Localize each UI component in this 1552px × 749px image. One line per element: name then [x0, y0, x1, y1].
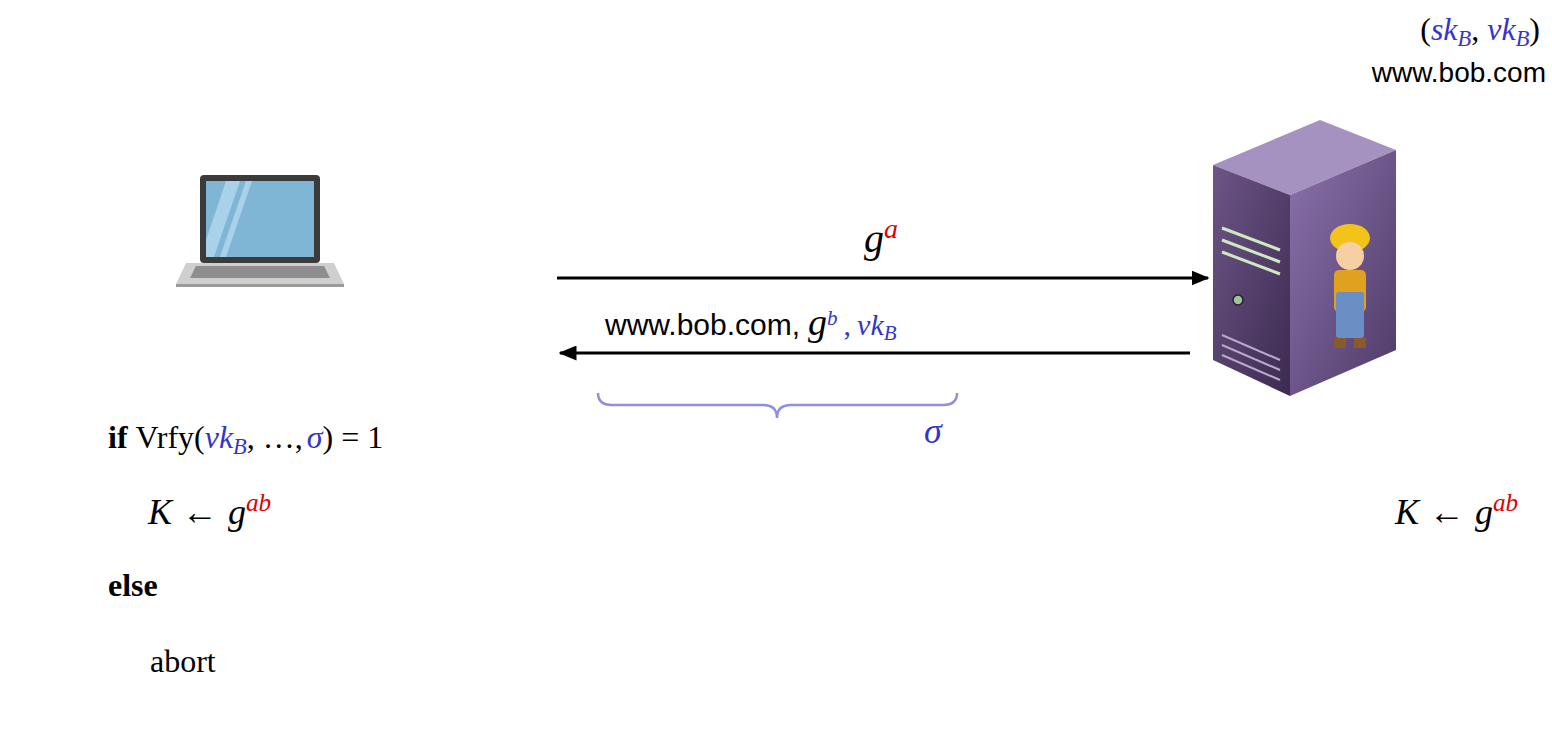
code-line: abort [150, 642, 216, 680]
code-line: else [108, 566, 158, 604]
label-text: σ [924, 411, 942, 451]
superscript: a [884, 213, 898, 244]
label-text: ← [182, 492, 218, 532]
superscript: b [827, 306, 838, 330]
label-text: ← [1429, 492, 1465, 532]
message-arrow [560, 352, 1190, 355]
label-text: g [228, 492, 246, 532]
subscript: B [1458, 26, 1472, 51]
label-text: K [1395, 492, 1419, 532]
face [1336, 242, 1364, 270]
server-name: www.bob.com [1372, 56, 1546, 90]
label-text: vk [205, 419, 233, 455]
message-arrow [557, 277, 1208, 280]
server-slots [1222, 228, 1280, 274]
server-vents [1222, 335, 1280, 380]
label-text: K [148, 492, 172, 532]
code-line: K←gab [148, 488, 271, 534]
boot [1334, 338, 1346, 348]
key-pair: (skB,vkB) [1420, 10, 1540, 52]
laptop-screen [206, 181, 314, 257]
label-text: g [864, 216, 884, 261]
subscript: B [1516, 26, 1530, 51]
label-text: ( [1420, 11, 1431, 47]
server-front [1213, 165, 1290, 396]
label-text: ) [1529, 11, 1540, 47]
label-text: vk [1487, 11, 1515, 47]
overalls [1336, 292, 1364, 338]
label-text: www.bob.com [1372, 57, 1546, 88]
label-text: www.bob.com, [605, 308, 800, 341]
laptop-edge [176, 284, 344, 287]
label-text: g [1475, 492, 1493, 532]
label-text: , [844, 308, 852, 341]
server-key-line: K←gab [1395, 488, 1518, 534]
screen-glare [220, 181, 252, 257]
laptop-screen-frame [200, 175, 320, 263]
signature-label: σ [924, 410, 942, 453]
label-text: ) = 1 [323, 419, 384, 455]
label-text: g [808, 301, 827, 343]
underbrace [598, 393, 957, 418]
server-icon [1213, 120, 1396, 396]
subscript: B [884, 321, 897, 345]
label-text: abort [150, 643, 216, 679]
message-label: www.bob.com,gb,vkB [605, 300, 897, 346]
label-text: σ [307, 419, 323, 455]
builder-figure [1330, 224, 1370, 348]
server-side [1290, 150, 1396, 396]
label-text: , [1471, 11, 1479, 47]
label-text: vk [857, 308, 884, 341]
subscript: B [233, 434, 247, 459]
label-text: if [108, 419, 128, 455]
label-text: Vrfy( [136, 419, 205, 455]
server-button [1233, 295, 1243, 305]
boot [1354, 338, 1366, 348]
code-line: ifVrfy(vkB, …,σ) = 1 [108, 418, 383, 460]
laptop-keyboard [190, 266, 330, 278]
superscript: ab [246, 489, 271, 516]
label-text: sk [1431, 11, 1458, 47]
label-text: , …, [247, 419, 303, 455]
laptop-base [176, 263, 344, 284]
message-label: ga [864, 212, 898, 263]
label-text: else [108, 567, 158, 603]
laptop-icon [176, 175, 344, 287]
superscript: ab [1493, 489, 1518, 516]
